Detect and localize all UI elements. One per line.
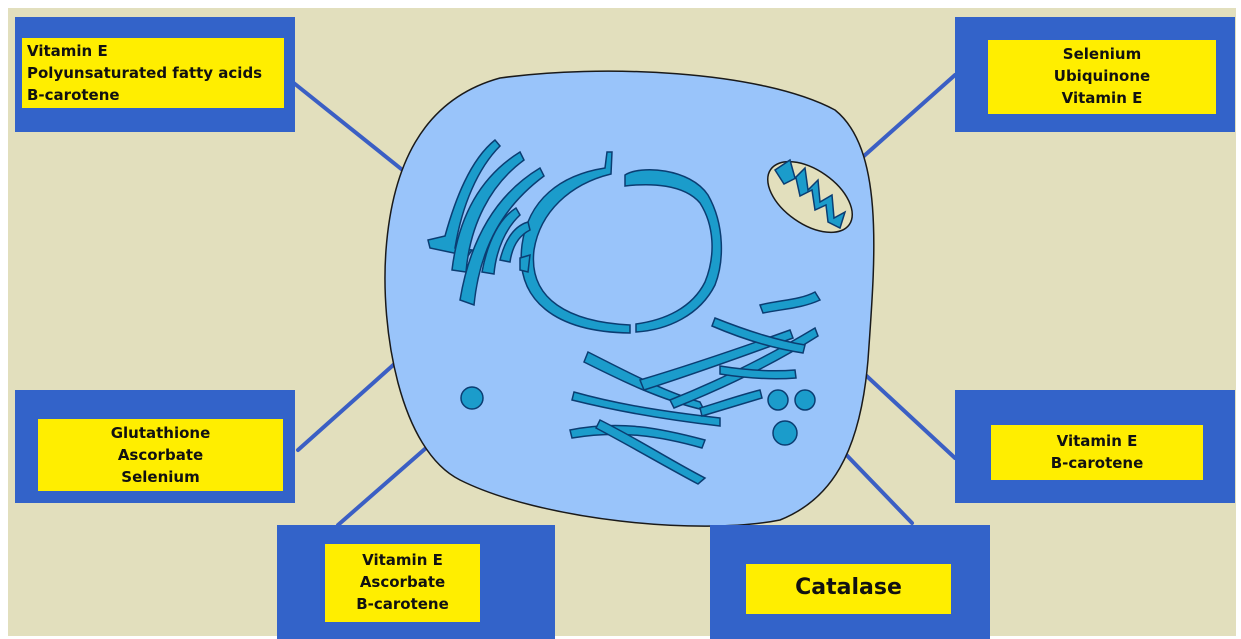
label-er: Vitamin E B-carotene [991,425,1203,480]
label-text: B-carotene [991,452,1203,474]
label-text: Vitamin E [27,40,284,62]
label-cytosol: Glutathione Ascorbate Selenium [38,419,283,491]
label-text: B-carotene [27,84,284,106]
label-text: B-carotene [325,593,480,615]
label-text: Vitamin E [988,87,1216,109]
label-text: Ascorbate [38,444,283,466]
callout-vesicle: Vitamin E Ascorbate B-carotene [277,525,555,639]
label-vesicle: Vitamin E Ascorbate B-carotene [325,544,480,622]
label-text: Glutathione [38,422,283,444]
label-membrane: Vitamin E Polyunsaturated fatty acids B-… [22,38,284,108]
label-text: Ascorbate [325,571,480,593]
label-text: Ubiquinone [988,65,1216,87]
callout-cytosol: Glutathione Ascorbate Selenium [15,390,295,503]
vesicle [461,387,483,409]
label-text: Selenium [988,43,1216,65]
label-text: Selenium [38,466,283,488]
callout-mitochondrion: Selenium Ubiquinone Vitamin E [955,17,1235,132]
label-peroxisome: Catalase [746,564,951,614]
label-text: Vitamin E [991,430,1203,452]
label-mitochondrion: Selenium Ubiquinone Vitamin E [988,40,1216,114]
label-text: Catalase [746,564,951,612]
callout-er: Vitamin E B-carotene [955,390,1235,503]
label-text: Polyunsaturated fatty acids [27,62,284,84]
callout-peroxisome: Catalase [710,525,990,639]
callout-membrane: Vitamin E Polyunsaturated fatty acids B-… [15,17,295,132]
label-text: Vitamin E [325,549,480,571]
